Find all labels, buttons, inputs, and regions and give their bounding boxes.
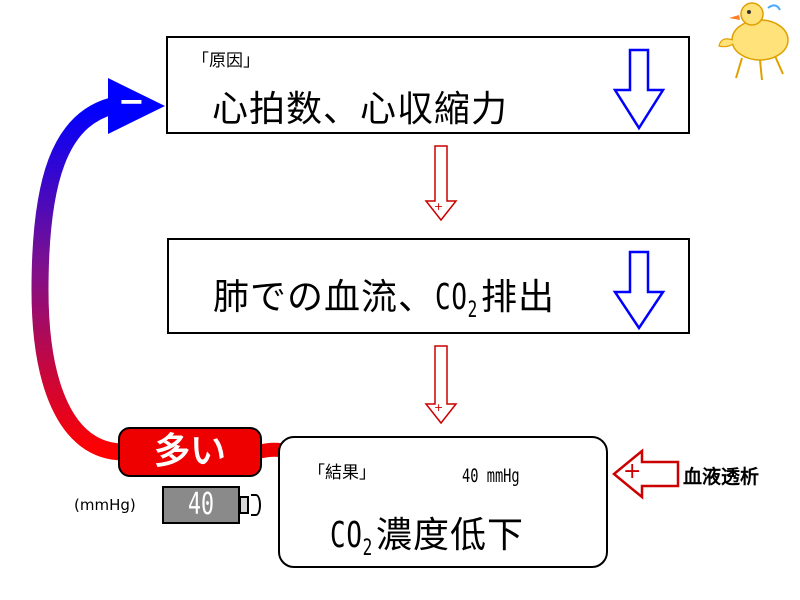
result-value-text: 40 mmHg (462, 465, 520, 487)
result-text-after: 濃度低下 (376, 515, 525, 556)
gauge-unit: (mmHg) (74, 496, 136, 514)
cause-box: 「原因」 心拍数、心収縮力 (166, 36, 690, 134)
lung-co2: CO2 (435, 277, 477, 323)
cause-text: 心拍数、心収縮力 (212, 89, 509, 130)
gauge-value-box: 40 (162, 486, 240, 524)
gauge-cap (239, 496, 249, 514)
dialysis-sign: + (623, 459, 642, 484)
cause-tag: 「原因」 (192, 51, 260, 71)
flow-arrow-1-icon (424, 145, 458, 222)
dialysis-arrow-icon (612, 448, 680, 500)
result-box: 「結果」 40 mmHg CO2濃度低下 (278, 436, 608, 568)
result-value: 40 mmHg (462, 465, 542, 487)
feedback-sign: − (118, 82, 145, 120)
result-tag: 「結果」 (308, 463, 376, 483)
flow-arrow-2-sign: + (434, 401, 444, 414)
flow-arrow-1-sign: + (434, 200, 444, 213)
dialysis-label: 血液透析 (683, 466, 760, 488)
lung-co2-main: CO (435, 277, 468, 318)
result-co2-main: CO (330, 515, 363, 556)
lung-co2-sub: 2 (467, 296, 479, 323)
lung-text-before: 肺での血流、 (213, 277, 436, 318)
lung-text-after: 排出 (481, 277, 556, 318)
flow-arrow-2-icon (424, 345, 458, 425)
gauge-cap-outline (251, 494, 261, 516)
gauge-value: 40 (187, 487, 215, 522)
result-co2: CO2 (330, 515, 372, 561)
cause-down-arrow-icon (612, 48, 666, 131)
result-text: CO2濃度低下 (330, 506, 524, 561)
lung-text: 肺での血流、CO2排出 (213, 268, 555, 323)
feedback-curve (31, 97, 125, 461)
lung-down-arrow-icon (612, 250, 666, 331)
feedback-arrow-head (108, 78, 165, 134)
result-co2-sub: 2 (362, 534, 374, 561)
many-badge: 多い (118, 427, 262, 477)
duck-drawing-icon (718, 2, 789, 81)
lung-box: 肺での血流、CO2排出 (167, 238, 690, 334)
